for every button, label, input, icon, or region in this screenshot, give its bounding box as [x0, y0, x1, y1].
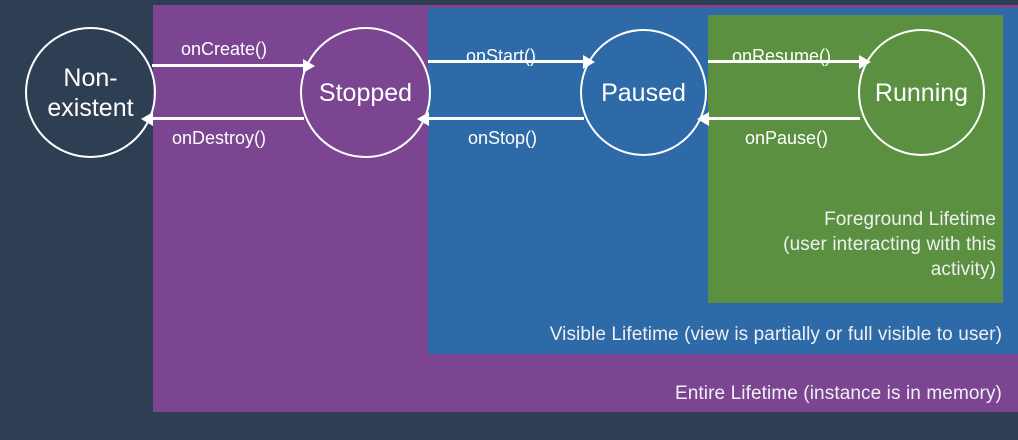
arrow-onpause: [697, 111, 860, 126]
transition-label-oncreate: onCreate(): [181, 39, 268, 59]
state-node-paused: Paused: [580, 29, 707, 156]
state-node-non-existent: Non- existent: [25, 27, 156, 158]
band-caption-visible-lifetime: Visible Lifetime (view is partially or f…: [549, 324, 1002, 345]
transition-label-onstart: onStart(): [466, 46, 537, 66]
arrow-onstop: [417, 111, 584, 126]
arrow-oncreate: [152, 58, 315, 73]
state-node-stopped: Stopped: [300, 27, 431, 158]
band-caption-entire-lifetime: Entire Lifetime (instance is in memory): [674, 383, 1002, 404]
transition-label-onresume: onResume(): [732, 46, 832, 66]
arrow-ondestroy: [141, 111, 304, 126]
state-node-running: Running: [858, 29, 985, 156]
transition-label-onpause: onPause(): [745, 128, 829, 148]
transition-label-ondestroy: onDestroy(): [172, 128, 267, 148]
band-caption-foreground-lifetime: Foreground Lifetime (user interacting wi…: [783, 209, 996, 280]
transition-label-onstop: onStop(): [468, 128, 538, 148]
